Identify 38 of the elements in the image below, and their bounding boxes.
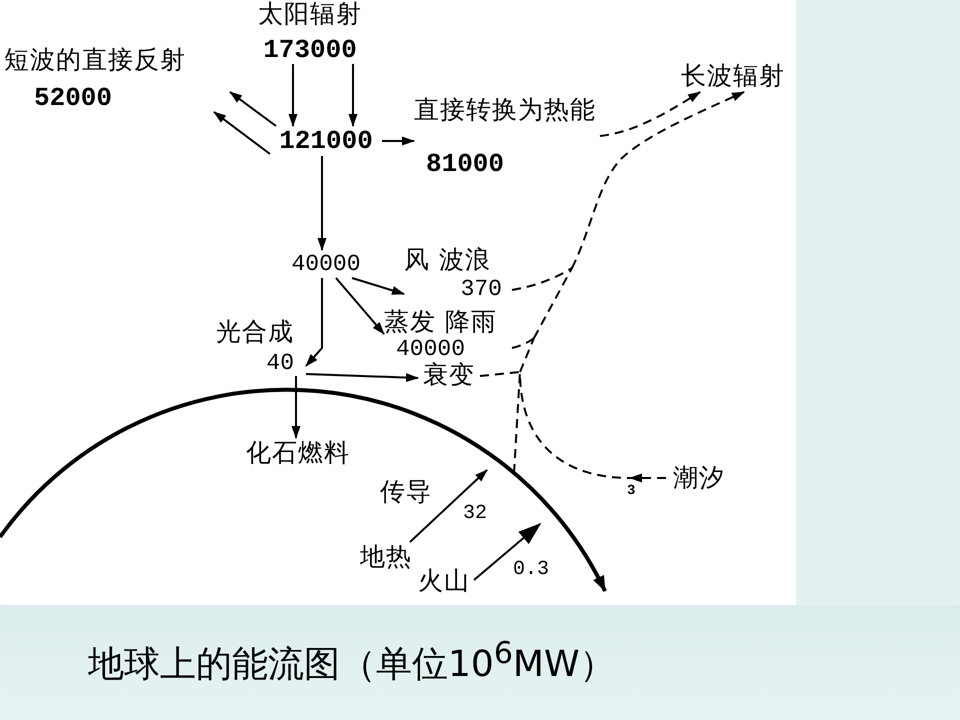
arrow [318, 156, 326, 251]
flow-label: 蒸发 降雨 [384, 308, 497, 336]
flow-value: 40 [266, 350, 294, 376]
flow-label: 火山 [414, 566, 474, 596]
flow-label: 短波的直接反射 [4, 46, 186, 74]
arrow [382, 136, 415, 146]
arrow [306, 373, 419, 382]
flow-value: 81000 [426, 150, 504, 178]
flow-value: 52000 [34, 84, 112, 112]
flow-label: 直接转换为热能 [414, 96, 596, 124]
arrow [213, 111, 271, 155]
arrow [335, 277, 385, 335]
flow-label: 潮汐 [666, 462, 732, 494]
caption: 地球上的能流图（单位10$^{6}$MW） [88, 635, 616, 687]
flow-label: 太阳辐射 [258, 0, 362, 28]
dashed-arrow [600, 91, 701, 137]
flow-label: 风 波浪 [404, 246, 491, 274]
arrow [305, 278, 323, 367]
flow-value: 121000 [270, 126, 382, 156]
flow-value: 40000 [286, 250, 366, 278]
flow-label: 化石燃料 [238, 438, 358, 468]
arrow [288, 64, 298, 127]
flow-label: 地热 [356, 542, 416, 572]
arrow [292, 376, 300, 439]
flow-value: 40000 [396, 336, 466, 362]
flow-value: 173000 [263, 36, 357, 64]
arrow [473, 522, 542, 581]
arrow [229, 91, 277, 127]
dashed-line [512, 337, 535, 349]
flow-label: 衰变 [418, 362, 480, 388]
arrow [352, 277, 405, 295]
dashed-line [513, 372, 521, 474]
flow-value: 370 [460, 276, 502, 302]
flow-label: 传导 [380, 478, 432, 506]
flow-label: 长波辐射 [672, 60, 794, 92]
flow-label: 光合成 [216, 318, 294, 346]
arrow [409, 469, 488, 543]
arrow [348, 64, 358, 127]
